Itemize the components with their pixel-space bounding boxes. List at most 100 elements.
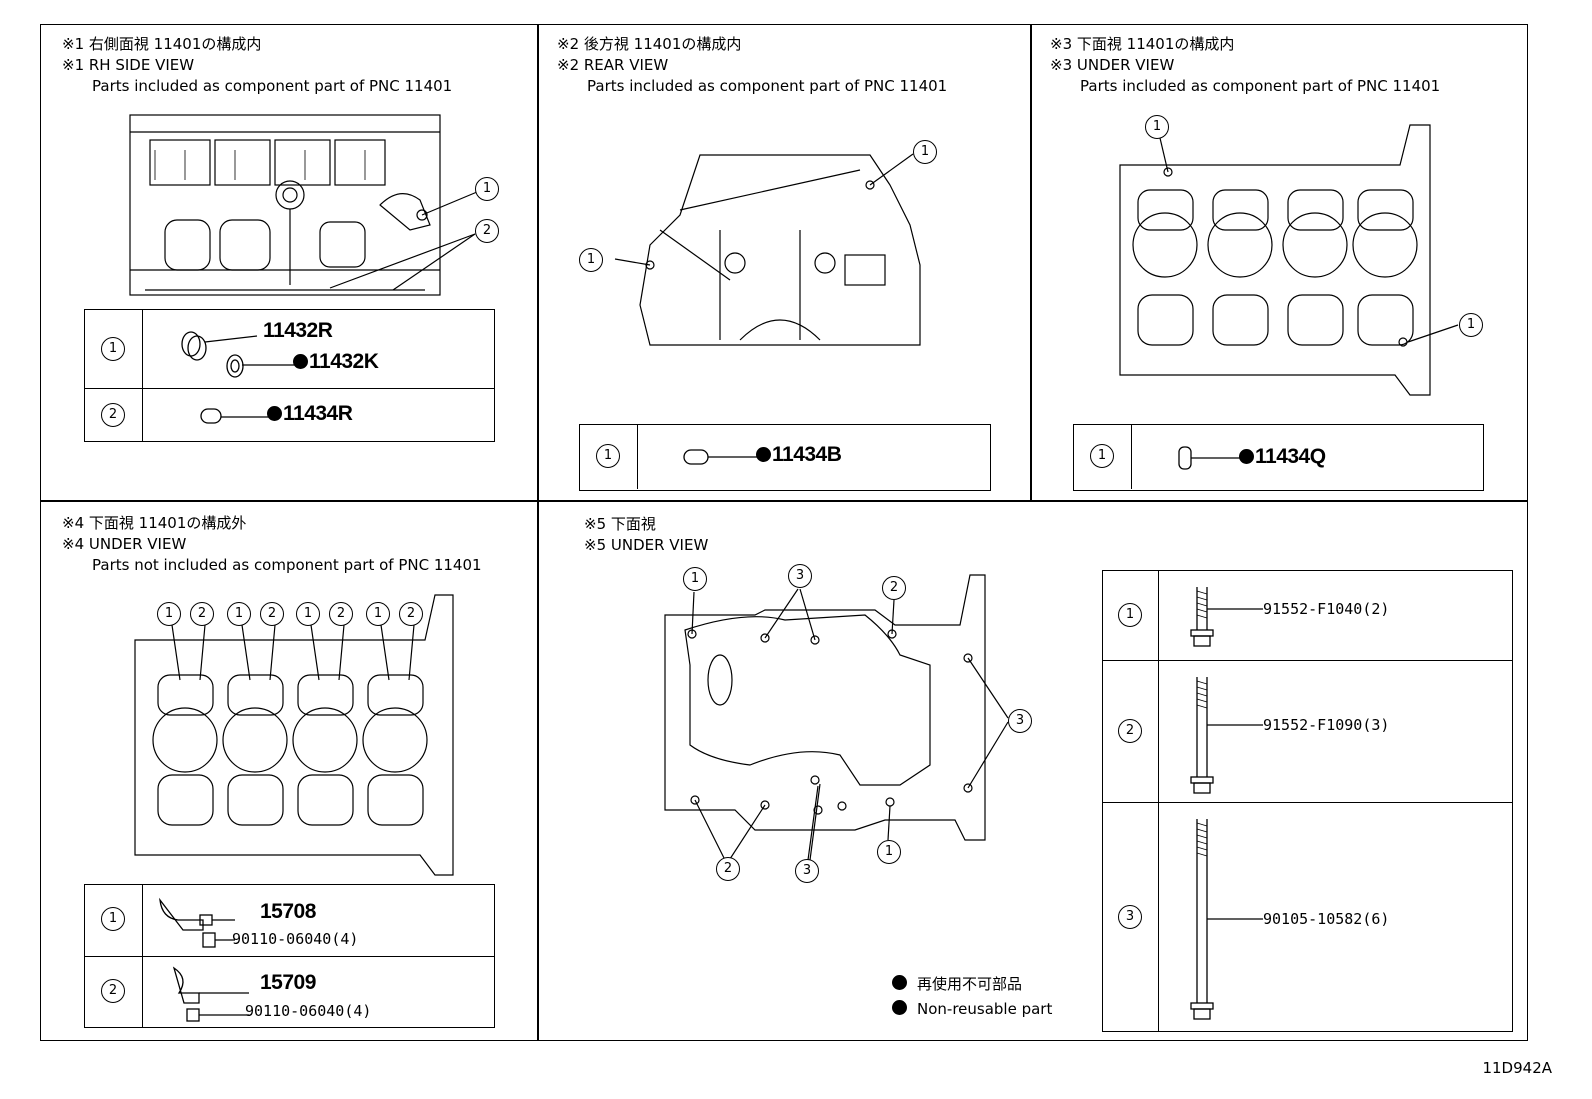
callout-2: 2 [882,576,906,600]
part-number: 91552-F1040(2) [1263,600,1390,618]
row-index: 2 [101,979,125,1003]
legend-en: Non-reusable part [917,1000,1053,1018]
part-number: 15709 [260,971,316,994]
panel-under4-title-en: ※4 UNDER VIEW [62,535,187,553]
panel-rh-header: ※1 右側面視 11401の構成内 ※1 RH SIDE VIEW Parts … [62,34,452,97]
legend-jp: 再使用不可部品 [917,975,1023,993]
nonreusable-dot-icon [892,1000,907,1015]
row-index: 1 [1090,444,1114,468]
part-number: 15708 [260,900,316,923]
panel-under3-title-en: ※3 UNDER VIEW [1050,56,1175,74]
nonreusable-dot-icon [1239,449,1254,464]
panel-under4-note: Parts not included as component part of … [92,556,482,574]
panel-under3-header: ※3 下面視 11401の構成内 ※3 UNDER VIEW Parts inc… [1050,34,1440,97]
part-number: 90105-10582(6) [1263,910,1390,928]
callout-1: 1 [1459,313,1483,337]
callout-1: 1 [913,140,937,164]
callout-2: 2 [475,219,499,243]
callout-2: 2 [399,602,423,626]
part-number: 11434Q [1239,445,1326,469]
table-row: 1 11434B [580,425,990,489]
row-index: 3 [1118,905,1142,929]
callout-1: 1 [877,840,901,864]
table-row: 2 91552-F1090(3) [1103,660,1512,802]
engine-block-under-drawing-4 [134,594,454,876]
parts-table-under3: 1 11434Q [1073,424,1484,491]
panel-rear-header: ※2 後方視 11401の構成内 ※2 REAR VIEW Parts incl… [557,34,947,97]
parts-table-rh: 1 11432R 11432K 2 11434R [84,309,495,442]
callout-2: 2 [190,602,214,626]
table-row: 1 15708 90110-06040(4) [85,885,494,956]
panel-rear-title-en: ※2 REAR VIEW [557,56,669,74]
callout-2: 2 [329,602,353,626]
panel-under3-title-jp: ※3 下面視 11401の構成内 [1050,35,1235,53]
callout-1: 1 [157,602,181,626]
callout-1: 1 [1145,115,1169,139]
table-row: 2 11434R [85,388,494,441]
table-row: 3 90105-10582(6) [1103,802,1512,1031]
part-number: 11434B [756,443,842,467]
row-index: 2 [1118,719,1142,743]
callout-1: 1 [579,248,603,272]
panel-rh-title-jp: ※1 右側面視 11401の構成内 [62,35,262,53]
table-row: 1 91552-F1040(2) [1103,571,1512,660]
engine-block-under-drawing-3 [1119,124,1459,396]
part-number: 11434R [267,402,353,426]
callout-2: 2 [260,602,284,626]
panel-rh-title-en: ※1 RH SIDE VIEW [62,56,195,74]
plug-icon [181,331,258,378]
callout-1: 1 [296,602,320,626]
row-index: 1 [101,907,125,931]
panel-under5-header: ※5 下面視 ※5 UNDER VIEW [584,514,708,556]
legend: 再使用不可部品 Non-reusable part [892,972,1052,1022]
divider-vertical-1 [537,24,539,1041]
nonreusable-dot-icon [756,447,771,462]
table-row: 1 11432R 11432K [85,310,494,388]
part-number: 11432R [263,319,333,342]
dowel-pin-icon [683,449,760,465]
panel-rear-note: Parts included as component part of PNC … [587,77,948,95]
nonreusable-dot-icon [892,975,907,990]
bolt-icon [1190,587,1263,647]
dowel-pin-icon [1178,446,1242,470]
callout-1: 1 [683,567,707,591]
parts-table-bolts: 1 91552-F1040(2) 2 91552-F1090(3) 3 [1102,570,1513,1032]
diagram-frame [40,24,1528,1041]
table-row: 2 15709 90110-06040(4) [85,956,494,1027]
engine-block-rh-side-drawing [129,114,478,296]
callout-3: 3 [788,564,812,588]
oil-jet-icon [172,966,249,1022]
panel-rh-note: Parts included as component part of PNC … [92,77,453,95]
nonreusable-dot-icon [267,406,282,421]
panel-under4-title-jp: ※4 下面視 11401の構成外 [62,514,247,532]
part-number: 90110-06040(4) [245,1002,372,1020]
part-number: 91552-F1090(3) [1263,716,1390,734]
parts-table-under4: 1 15708 90110-06040(4) 2 15709 90110-060… [84,884,495,1028]
bolt-icon [1190,677,1263,794]
row-index: 1 [101,337,125,361]
dowel-pin-icon [200,408,269,424]
parts-table-rear: 1 11434B [579,424,991,491]
oil-jet-icon [159,897,235,948]
callout-1: 1 [227,602,251,626]
panel-rear-title-jp: ※2 後方視 11401の構成内 [557,35,742,53]
callout-2: 2 [716,857,740,881]
divider-horizontal [40,500,1528,502]
row-index: 2 [101,403,125,427]
oil-pan-drawing [664,574,1009,863]
part-number: 90110-06040(4) [232,930,359,948]
callout-1: 1 [475,177,499,201]
panel-under5-title-jp: ※5 下面視 [584,515,656,533]
engine-block-rear-drawing [614,153,921,346]
divider-vertical-2 [1030,24,1032,501]
panel-under4-header: ※4 下面視 11401の構成外 ※4 UNDER VIEW Parts not… [62,513,482,576]
row-index: 1 [596,444,620,468]
callout-3: 3 [1008,709,1032,733]
callout-1: 1 [366,602,390,626]
bolt-icon [1190,819,1263,1020]
nonreusable-dot-icon [293,354,308,369]
table-row: 1 11434Q [1074,425,1483,489]
callout-3: 3 [795,859,819,883]
row-index: 1 [1118,603,1142,627]
panel-under5-title-en: ※5 UNDER VIEW [584,536,709,554]
